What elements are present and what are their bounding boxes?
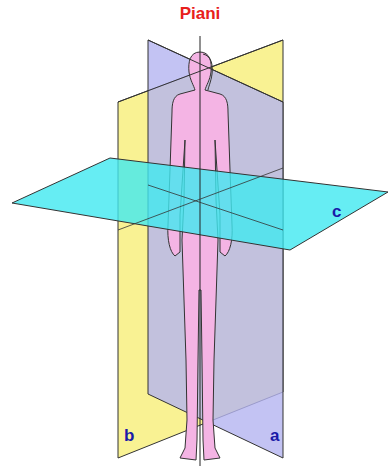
plane-edge — [148, 40, 283, 102]
diagram-title: Piani — [180, 4, 221, 24]
plane-intersection — [118, 168, 283, 230]
plane-letter: a — [270, 426, 279, 446]
axis-line — [200, 36, 201, 466]
plane-letter: c — [332, 202, 341, 222]
plane-intersection — [148, 185, 283, 230]
plane-edge — [118, 40, 283, 102]
plane-letter: b — [124, 426, 134, 446]
